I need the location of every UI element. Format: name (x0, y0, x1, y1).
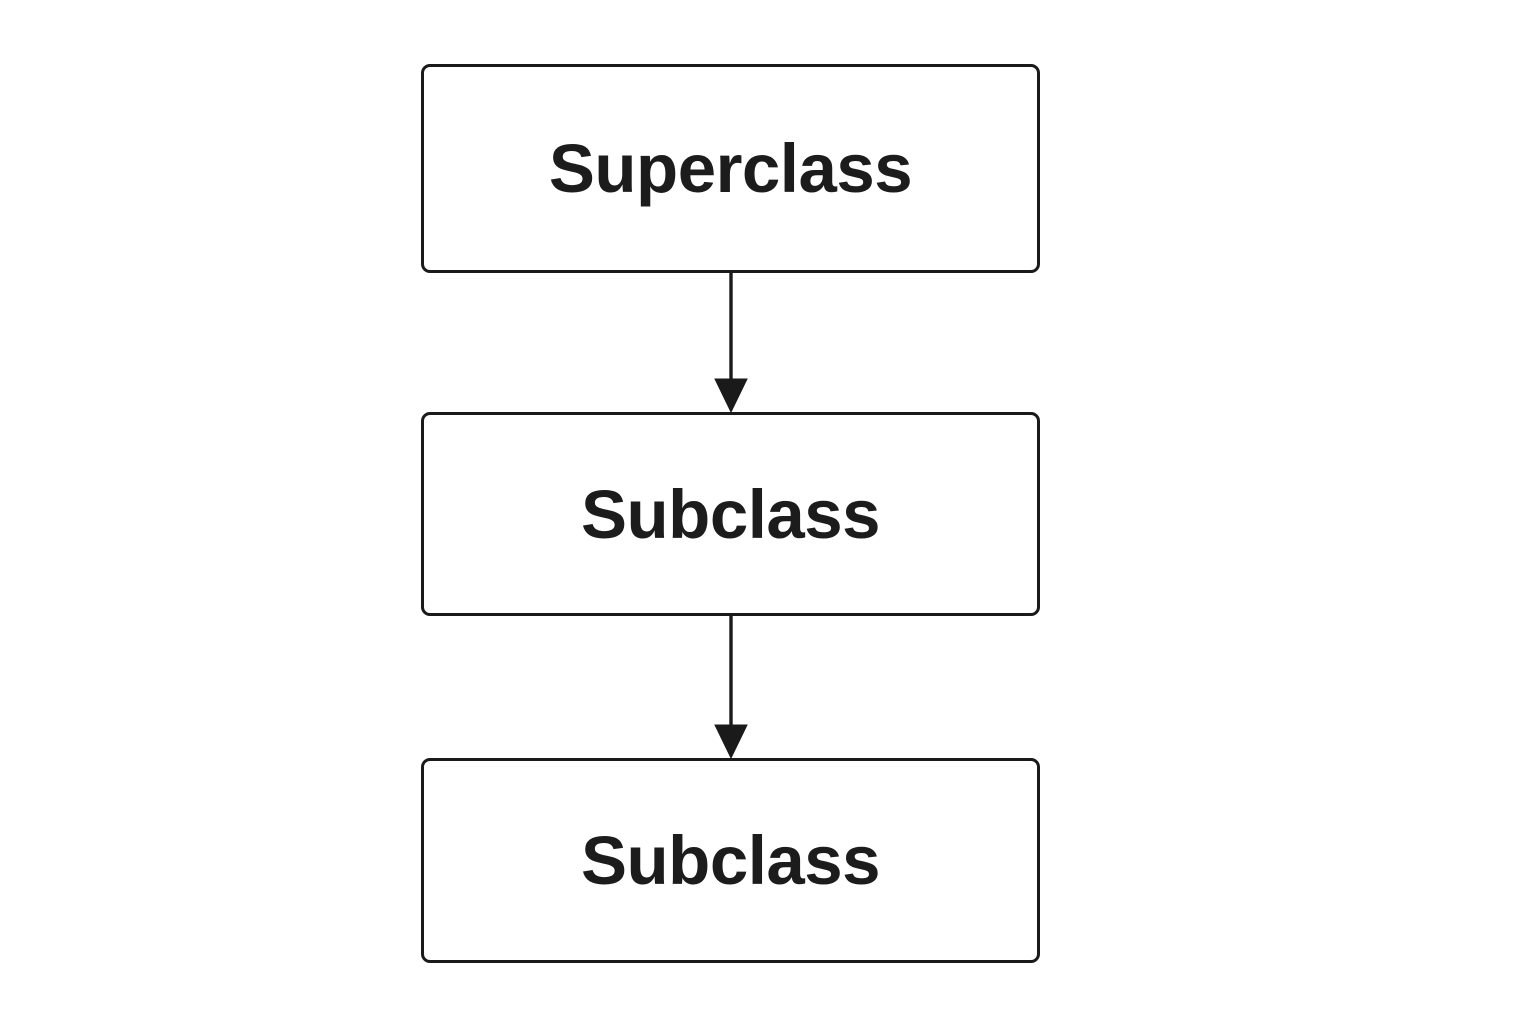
arrow-superclass-to-subclass-1 (714, 273, 748, 414)
arrow-head-icon (714, 378, 748, 414)
arrow-subclass-1-to-subclass-2 (714, 616, 748, 760)
node-subclass-1[interactable]: Subclass (421, 412, 1040, 616)
arrow-head-icon (714, 724, 748, 760)
node-subclass-1-label: Subclass (581, 475, 881, 553)
node-subclass-2-label: Subclass (581, 822, 881, 899)
node-superclass-label: Superclass (548, 130, 913, 207)
node-subclass-2[interactable]: Subclass (421, 758, 1040, 963)
node-superclass[interactable]: Superclass (421, 64, 1040, 273)
